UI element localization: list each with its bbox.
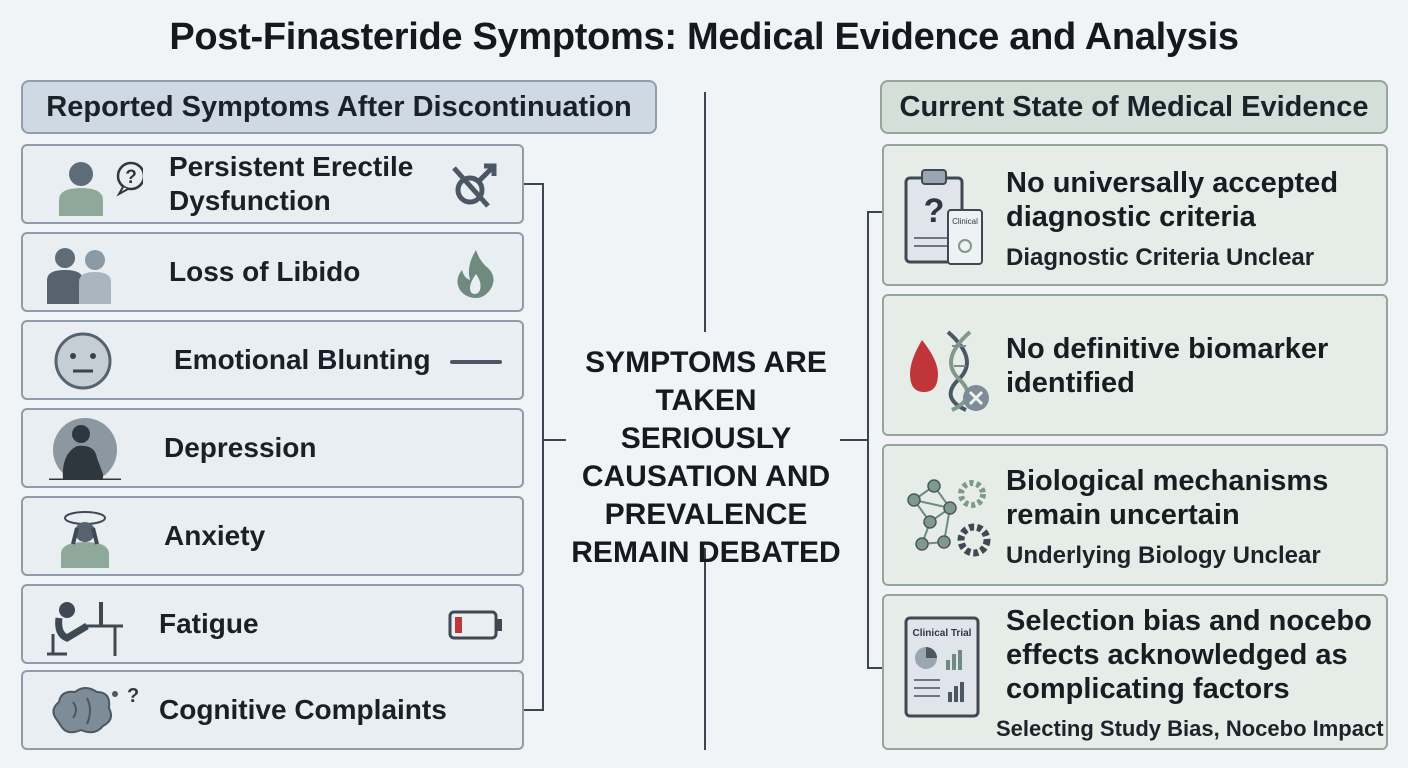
- fragmented-brain-icon: ?: [52, 685, 139, 734]
- svg-text:?: ?: [924, 192, 945, 230]
- blood-dna-icon: [910, 330, 989, 412]
- flame-icon: [457, 250, 494, 298]
- central-conclusion: SYMPTOMS ARE TAKEN SERIOUSLY CAUSATION A…: [566, 344, 846, 572]
- page-title: Post-Finasteride Symptoms: Medical Evide…: [169, 16, 1239, 58]
- evidence-card-biomarker: No definitive biomarker identified: [882, 294, 1388, 436]
- symptom-label: Cognitive Complaints: [159, 694, 447, 725]
- central-line: TAKEN SERIOUSLY: [620, 384, 792, 455]
- evidence-subtext: Selecting Study Bias, Nocebo Impact: [996, 716, 1384, 741]
- symptom-label: Persistent Erectile Dysfunction: [169, 151, 414, 216]
- symptom-label: Fatigue: [159, 608, 259, 639]
- symptom-card-fatigue: Fatigue: [21, 584, 524, 664]
- stressed-person-icon: [61, 511, 109, 568]
- evidence-column-header: Current State of Medical Evidence: [880, 80, 1388, 134]
- tired-desk-worker-icon: [47, 602, 123, 656]
- clipboard-question-icon: ? Clinical: [904, 169, 983, 265]
- neutral-face-icon: [54, 332, 112, 390]
- report-label: Clinical Trial: [913, 628, 972, 639]
- hunched-person-icon: [49, 418, 121, 480]
- evidence-subtext: Underlying Biology Unclear: [1006, 542, 1321, 569]
- evidence-card-diagnostic: ? Clinical No universally accepted diagn…: [882, 144, 1388, 286]
- person-question-icon: ?: [59, 161, 143, 216]
- evidence-heading: Biological mechanisms remain uncertain: [1006, 465, 1329, 531]
- central-line: REMAIN DEBATED: [571, 536, 841, 569]
- flat-line-icon: [450, 360, 502, 364]
- central-line: PREVALENCE: [604, 498, 808, 531]
- evidence-heading: Selection bias and nocebo effects acknow…: [1006, 605, 1372, 705]
- symptom-card-erectile-dysfunction: ? Persistent Erectile Dysfunction: [21, 144, 524, 224]
- svg-text:?: ?: [127, 685, 139, 707]
- symptom-card-anxiety: Anxiety: [21, 496, 524, 576]
- symptom-label: Loss of Libido: [169, 256, 361, 287]
- evidence-heading: No definitive biomarker identified: [1006, 333, 1329, 399]
- evidence-subtext: Diagnostic Criteria Unclear: [1006, 244, 1315, 271]
- network-gears-icon: [907, 479, 991, 557]
- symptoms-column-header: Reported Symptoms After Discontinuation: [21, 80, 657, 134]
- symptom-card-libido: Loss of Libido: [21, 232, 524, 312]
- clinical-trial-report-icon: Clinical Trial: [904, 616, 980, 718]
- evidence-card-mechanisms: Biological mechanisms remain uncertain U…: [882, 444, 1388, 586]
- clipboard-label: Clinical: [952, 217, 978, 226]
- symptom-label: Anxiety: [164, 520, 266, 551]
- crossed-male-symbol-icon: [452, 163, 497, 208]
- symptom-label: Depression: [164, 432, 317, 463]
- evidence-heading: No universally accepted diagnostic crite…: [1006, 167, 1339, 233]
- svg-text:?: ?: [125, 167, 137, 188]
- symptom-label: Emotional Blunting: [174, 344, 431, 375]
- couple-icon: [47, 248, 111, 304]
- central-line: SYMPTOMS ARE: [585, 346, 827, 379]
- central-line: CAUSATION AND: [581, 460, 831, 493]
- low-battery-icon: [448, 610, 502, 640]
- symptom-card-emotional-blunting: Emotional Blunting: [21, 320, 524, 400]
- evidence-card-bias: Clinical Trial Selection bias and nocebo…: [882, 594, 1388, 750]
- symptom-card-cognitive: ? Cognitive Complaints: [21, 670, 524, 750]
- symptom-card-depression: Depression: [21, 408, 524, 488]
